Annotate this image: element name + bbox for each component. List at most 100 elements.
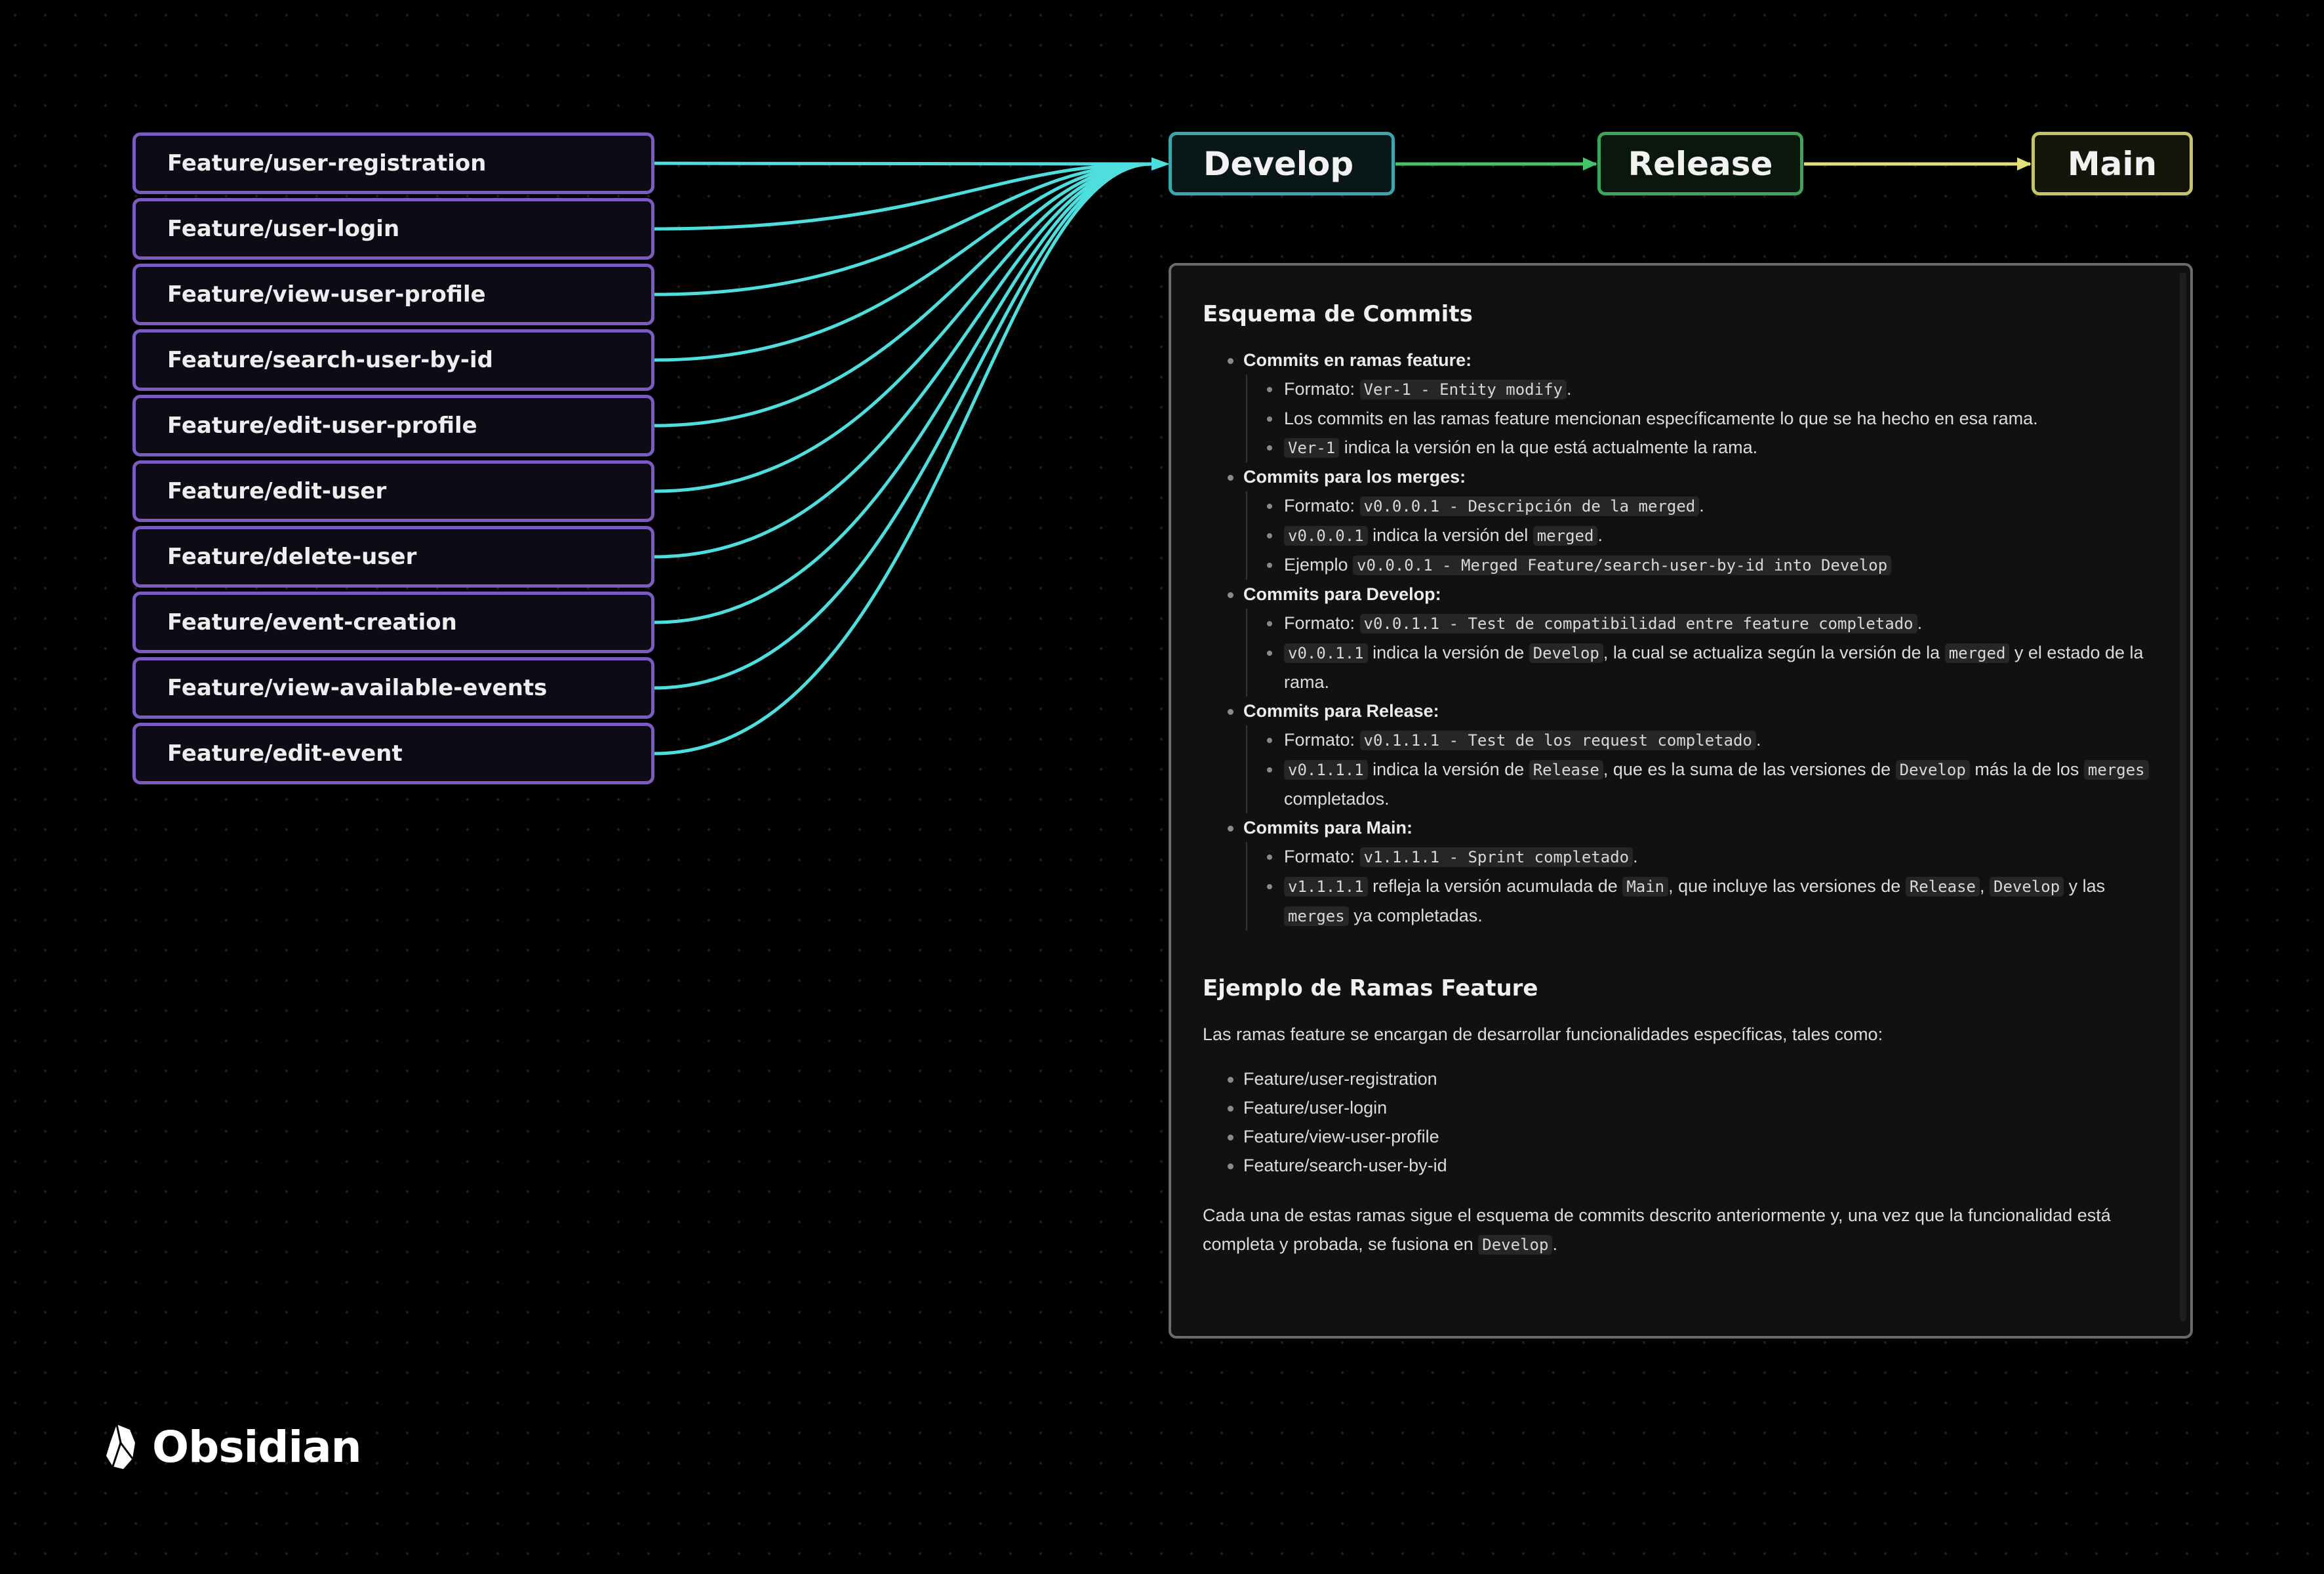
edge-feature-to-develop — [654, 162, 1152, 690]
commit-section: Commits en ramas feature:Formato: Ver-1 … — [1203, 346, 2151, 462]
feature-node-label: Feature/view-available-events — [167, 675, 548, 701]
inline-code: Release — [1905, 877, 1980, 897]
feature-node-label: Feature/view-user-profile — [167, 281, 486, 308]
feature-node-label: Feature/user-login — [167, 216, 400, 242]
feature-example-item: Feature/user-registration — [1203, 1064, 2151, 1093]
inline-code: v1.1.1.1 — [1284, 877, 1368, 897]
inline-code: Main — [1622, 877, 1669, 897]
inline-code: v0.0.0.1 - Descripción de la merged — [1359, 496, 1700, 516]
closing-code: Develop — [1478, 1235, 1553, 1255]
rule-text: Formato: — [1284, 613, 1360, 633]
inline-code: v1.1.1.1 - Sprint completado — [1359, 847, 1633, 867]
edge-feature-to-develop — [654, 162, 1152, 624]
commit-rule-item: Formato: v0.1.1.1 - Test de los request … — [1247, 725, 2151, 755]
commit-rule-item: Formato: v0.0.0.1 - Descripción de la me… — [1247, 491, 2151, 521]
feature-node[interactable]: Feature/edit-user — [132, 460, 654, 522]
commit-section: Commits para Develop:Formato: v0.0.1.1 -… — [1203, 580, 2151, 696]
commit-section-label: Commits para Release: — [1243, 701, 1439, 721]
feature-node-label: Feature/user-registration — [167, 150, 487, 176]
feature-node[interactable]: Feature/edit-user-profile — [132, 395, 654, 456]
rule-text: Los commits en las ramas feature mencion… — [1284, 409, 2038, 428]
feature-node[interactable]: Feature/search-user-by-id — [132, 329, 654, 391]
feature-node[interactable]: Feature/event-creation — [132, 592, 654, 653]
commit-rule-item: v1.1.1.1 refleja la versión acumulada de… — [1247, 872, 2151, 931]
rule-text: Ejemplo — [1284, 555, 1353, 575]
obsidian-logo-text: Obsidian — [152, 1421, 362, 1472]
commit-rule-item: v0.0.0.1 indica la versión del merged. — [1247, 521, 2151, 550]
inline-code: Ver-1 - Entity modify — [1359, 380, 1567, 399]
obsidian-logo-icon — [106, 1424, 135, 1469]
inline-code: merges — [1284, 906, 1349, 926]
commit-section: Commits para Main: Formato: v1.1.1.1 - Sp… — [1203, 813, 2151, 931]
commit-section-items: Formato: v0.0.0.1 - Descripción de la me… — [1246, 491, 2151, 580]
inline-code: merged — [1533, 526, 1598, 546]
heading-feature-examples: Ejemplo de Ramas Feature — [1203, 975, 1538, 1001]
feature-node[interactable]: Feature/delete-user — [132, 526, 654, 588]
release-label: Release — [1628, 144, 1773, 183]
feature-node-label: Feature/edit-user — [167, 478, 387, 504]
rule-text: completados. — [1284, 789, 1390, 809]
commit-rule-item: Ver-1 indica la versión en la que está a… — [1247, 433, 2151, 462]
commit-section-items: Formato: Ver-1 - Entity modify. Los commi… — [1246, 374, 2151, 462]
commit-section: Commits para los merges:Formato: v0.0.0.… — [1203, 462, 2151, 580]
edge-feature-to-develop — [654, 162, 1152, 428]
rule-text: Formato: — [1284, 496, 1360, 515]
commit-rule-item: Formato: Ver-1 - Entity modify. — [1247, 374, 2151, 404]
rule-text: indica la versión de — [1367, 759, 1529, 779]
commit-rule-item: Ejemplo v0.0.0.1 - Merged Feature/search… — [1247, 550, 2151, 580]
closing-end: . — [1552, 1234, 1557, 1254]
develop-arrowhead — [1152, 157, 1170, 171]
inline-code: v0.0.1.1 - Test de compatibilidad entre … — [1359, 614, 1917, 634]
feature-node[interactable]: Feature/user-registration — [132, 132, 654, 194]
feature-examples-intro: Las ramas feature se encargan de desarro… — [1203, 1024, 1883, 1044]
inline-code: merges — [2083, 760, 2149, 780]
inline-code: v0.1.1.1 — [1284, 760, 1368, 780]
node-develop[interactable]: Develop — [1169, 132, 1395, 195]
inline-code: v0.1.1.1 - Test de los request completad… — [1359, 731, 1756, 750]
rule-text: , la cual se actualiza según la versión … — [1603, 643, 1945, 662]
feature-node[interactable]: Feature/view-available-events — [132, 657, 654, 719]
feature-node-label: Feature/edit-event — [167, 740, 403, 767]
node-release[interactable]: Release — [1597, 132, 1803, 195]
commit-rule-item: Los commits en las ramas feature mencion… — [1247, 404, 2151, 433]
note-scrollbar[interactable] — [2180, 272, 2186, 1322]
commit-rule-item: Formato: v1.1.1.1 - Sprint completado. — [1247, 842, 2151, 872]
feature-node-label: Feature/search-user-by-id — [167, 347, 494, 373]
edge-feature-to-develop — [654, 162, 1152, 756]
rule-text: ya completadas. — [1348, 906, 1483, 925]
rule-text: indica la versión en la que está actualm… — [1339, 437, 1758, 457]
develop-label: Develop — [1203, 144, 1354, 183]
feature-node[interactable]: Feature/view-user-profile — [132, 264, 654, 325]
inline-code: v0.0.0.1 — [1284, 526, 1368, 546]
feature-node-label: Feature/event-creation — [167, 609, 457, 636]
feature-node[interactable]: Feature/edit-event — [132, 723, 654, 784]
commit-section-items: Formato: v0.0.1.1 - Test de compatibilid… — [1246, 609, 2151, 696]
feature-node[interactable]: Feature/user-login — [132, 198, 654, 260]
rule-text: Formato: — [1284, 847, 1360, 866]
closing-paragraph: Cada una de estas ramas sigue el esquema… — [1203, 1201, 2151, 1259]
inline-code: Release — [1529, 760, 1603, 780]
rule-text: , — [1979, 876, 1990, 896]
node-main[interactable]: Main — [2032, 132, 2193, 195]
edge-feature-to-develop — [654, 162, 1152, 559]
feature-example-item: Feature/user-login — [1203, 1093, 2151, 1122]
commit-section-label: Commits para Main: — [1243, 818, 1413, 837]
main-label: Main — [2067, 144, 2157, 183]
rule-text: . — [1633, 847, 1638, 866]
inline-code: Ver-1 — [1284, 438, 1340, 458]
inline-code: v0.0.0.1 - Merged Feature/search-user-by… — [1353, 555, 1892, 575]
edge-feature-to-develop — [654, 162, 1152, 296]
rule-text: . — [1755, 730, 1761, 750]
note-card-commit-scheme[interactable]: Esquema de Commits Commits en ramas feat… — [1169, 263, 2193, 1339]
feature-node-label: Feature/delete-user — [167, 544, 417, 570]
rule-text: . — [1699, 496, 1704, 515]
commit-section: Commits para Release: Formato: v0.1.1.1 -… — [1203, 696, 2151, 813]
edge-feature-to-develop — [654, 162, 1152, 493]
feature-node-label: Feature/edit-user-profile — [167, 413, 477, 439]
commit-section-items: Formato: v0.1.1.1 - Test de los request … — [1246, 725, 2151, 813]
commit-sections-list: Commits en ramas feature:Formato: Ver-1 … — [1203, 346, 2151, 931]
rule-text: , que incluye las versiones de — [1668, 876, 1906, 896]
